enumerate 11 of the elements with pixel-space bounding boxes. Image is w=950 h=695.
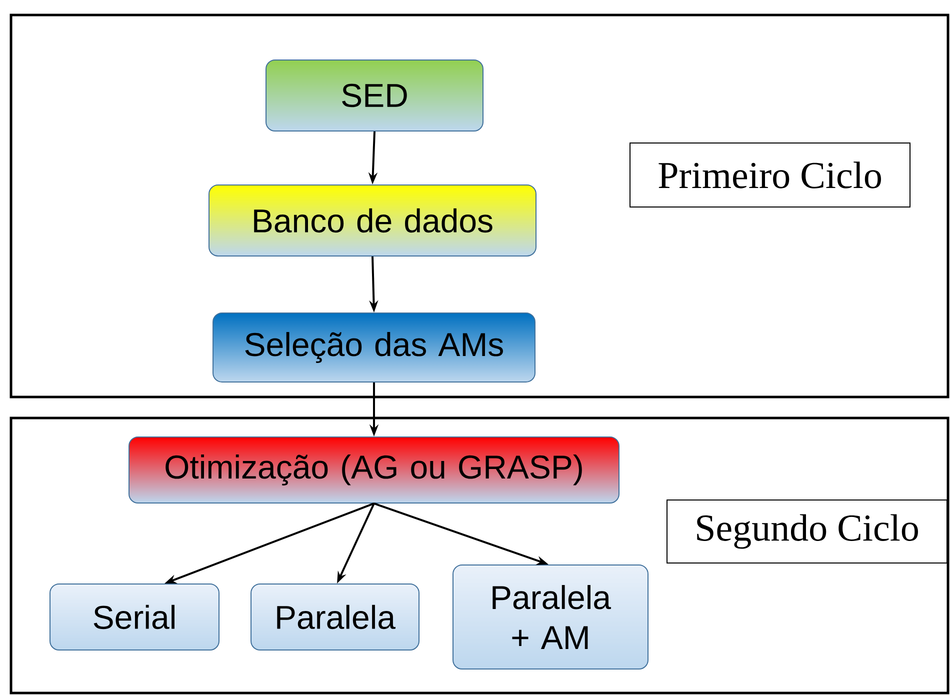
process-box: SED <box>266 60 484 132</box>
process-box: Paralela <box>250 583 420 650</box>
cycle-label: Primeiro Ciclo <box>630 142 910 208</box>
frame <box>10 416 950 694</box>
frame <box>10 14 950 398</box>
process-box: Paralela + AM <box>452 564 648 670</box>
cycle-label: Segundo Ciclo <box>666 499 948 564</box>
process-box: Seleção das AMs <box>212 312 536 382</box>
process-box: Otimização (AG ou GRASP) <box>128 436 620 504</box>
process-box: Banco de dados <box>208 184 536 256</box>
process-box: Serial <box>50 583 220 650</box>
